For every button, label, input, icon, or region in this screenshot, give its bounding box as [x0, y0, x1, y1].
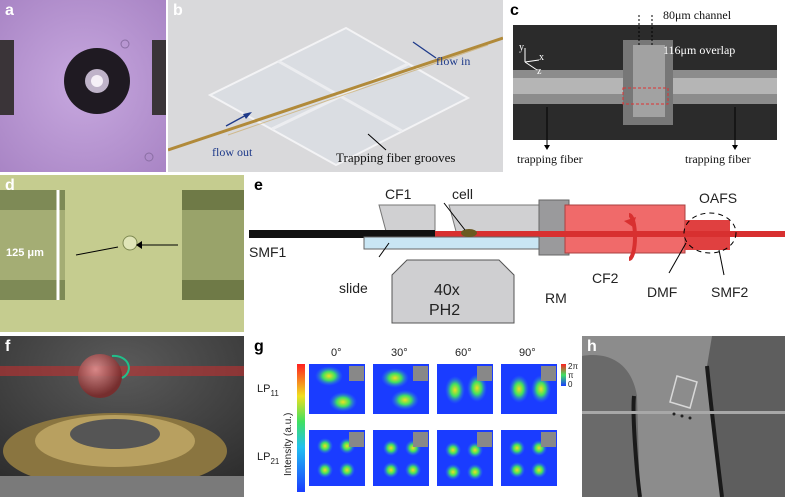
axis-y-label: y: [519, 42, 524, 53]
rm-label: RM: [545, 290, 567, 306]
lp21-mode-0: [309, 430, 365, 486]
cf1-label: CF1: [385, 186, 412, 202]
panel-f-label: f: [5, 338, 11, 355]
lp21-mode-60: [437, 430, 493, 486]
smf2-label: SMF2: [711, 284, 749, 300]
channel-label: 80μm channel: [663, 8, 732, 22]
panel-a: a: [0, 0, 166, 172]
lp11-mode-0: [309, 364, 365, 414]
lp11-label: LP11: [257, 383, 279, 398]
panel-b-label: b: [173, 2, 183, 19]
panel-g-modes: 2π π 0 0° 30° 60° 90° LP11 LP21 Intensit…: [249, 336, 579, 497]
grooves-label: Trapping fiber grooves: [336, 150, 455, 165]
panel-b-image: flow in flow out Trapping fiber grooves: [168, 0, 503, 172]
lp21-mode-90: [501, 430, 557, 486]
lp11-mode-30: [373, 364, 429, 414]
lp11-mode-60: [437, 364, 493, 414]
panel-d-image: 125 μm: [0, 175, 244, 332]
scale-label: 125 μm: [6, 247, 44, 259]
lp21-mode-30: [373, 430, 429, 486]
phase-top-label: 2π: [568, 362, 578, 371]
cf2-label: CF2: [592, 270, 619, 286]
oafs-label: OAFS: [699, 190, 737, 206]
phase-mid-label: π: [568, 371, 574, 380]
intensity-label: Intensity (a.u.): [283, 413, 294, 476]
dmf-label: DMF: [647, 284, 677, 300]
fiber-right-label: trapping fiber: [685, 152, 751, 166]
overlap-label: 116μm overlap: [663, 43, 735, 57]
axis-x-label: x: [539, 52, 544, 63]
axis-z-label: z: [537, 66, 542, 77]
panel-h-image: [582, 336, 785, 497]
panel-h: h: [582, 336, 785, 497]
slide-label: slide: [339, 280, 368, 296]
phase-bot-label: 0: [568, 380, 573, 389]
panel-e-diagram: CF1 cell OAFS SMF1 slide 40x PH2 CF2 RM …: [249, 175, 785, 332]
panel-d: 125 μm d: [0, 175, 244, 332]
panel-a-label: a: [5, 2, 14, 19]
flow-out-label: flow out: [212, 145, 253, 159]
angle-90-label: 90°: [519, 347, 536, 359]
angle-60-label: 60°: [455, 347, 472, 359]
lp21-label: LP21: [257, 451, 280, 466]
panel-c: y x z 80μm channel 116μm overlap trappin…: [505, 0, 785, 172]
fiber-left-label: trapping fiber: [517, 152, 583, 166]
panel-a-image: [0, 0, 166, 172]
panel-f-render: [0, 336, 244, 497]
objective-ph-label: PH2: [429, 302, 460, 319]
panel-h-label: h: [587, 338, 597, 355]
panel-e-label: e: [254, 177, 263, 194]
objective-label: 40x: [434, 282, 460, 299]
panel-c-label: c: [510, 2, 519, 19]
smf1-label: SMF1: [249, 244, 287, 260]
angle-30-label: 30°: [391, 347, 408, 359]
panel-g-label: g: [254, 338, 264, 355]
flow-in-label: flow in: [436, 54, 470, 68]
angle-0-label: 0°: [331, 347, 342, 359]
panel-b: flow in flow out Trapping fiber grooves …: [168, 0, 503, 172]
lp11-mode-90: [501, 364, 557, 414]
panel-g: 2π π 0 0° 30° 60° 90° LP11 LP21 Intensit…: [249, 336, 579, 497]
panel-f: f: [0, 336, 244, 497]
panel-c-image: y x z 80μm channel 116μm overlap trappin…: [505, 0, 785, 172]
cell-label: cell: [452, 186, 473, 202]
panel-d-label: d: [5, 177, 15, 194]
panel-e: CF1 cell OAFS SMF1 slide 40x PH2 CF2 RM …: [249, 175, 785, 332]
